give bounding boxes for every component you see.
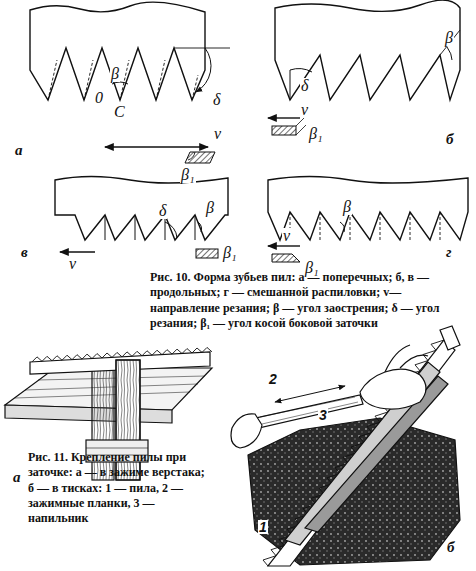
callout-number: 1 (258, 520, 268, 534)
figure-letter: б (445, 132, 455, 147)
saw-teeth-c (55, 177, 228, 259)
angle-label: β (342, 199, 352, 215)
saw-teeth-a (30, 2, 230, 163)
angle-label: δ (212, 92, 221, 108)
point-label: C (113, 104, 126, 120)
figure-letter: а (12, 470, 22, 485)
saw-teeth-b (268, 0, 460, 135)
angle-label: β (205, 200, 215, 216)
direction-label: v (282, 228, 291, 244)
direction-label: v (300, 102, 309, 118)
figure-letter: г (445, 245, 453, 260)
angle-label: δ (158, 203, 167, 219)
callout-number: 2 (268, 372, 278, 386)
point-label: 0 (94, 90, 104, 106)
angle-label: β (444, 30, 454, 46)
direction-label: v (213, 126, 222, 142)
saw-teeth-d (268, 177, 468, 263)
angle-label: β₁ (222, 245, 238, 261)
figure-letter: а (14, 143, 24, 158)
vise-and-file (231, 326, 460, 566)
angle-label: δ (300, 78, 309, 94)
figure-caption: Рис. 11. Крепление пилы при заточке: а —… (28, 450, 210, 527)
angle-label: β₁ (180, 167, 196, 183)
figure-caption: Рис. 10. Форма зубьев пил: а — поперечны… (150, 270, 468, 331)
angle-label: β₁ (308, 126, 324, 142)
direction-label: v (68, 256, 77, 272)
callout-number: 3 (318, 408, 328, 422)
angle-label: β (110, 66, 120, 82)
figure-letter: в (20, 245, 29, 260)
figure-letter: б (446, 540, 456, 555)
